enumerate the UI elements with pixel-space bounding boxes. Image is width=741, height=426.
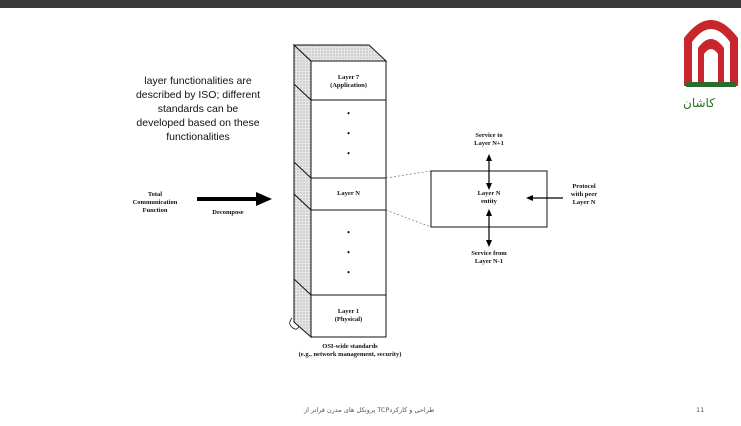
- total-function-label: Total Communication Function: [132, 191, 178, 214]
- upper-dot-2: •: [347, 129, 350, 138]
- osi-wide-label: OSI-wide standards (e.g., network manage…: [298, 343, 402, 358]
- stack-top-face: [292, 44, 388, 62]
- page-number: 11: [696, 406, 705, 414]
- layer-7-label: Layer 7 (Application): [330, 74, 367, 89]
- footer-title: پروتکل های مدرن فراتر از TCPطراحی و کارک…: [304, 406, 435, 414]
- service-from-label: Service from Layer N-1: [471, 250, 507, 265]
- lower-dot-2: •: [347, 248, 350, 257]
- description-text: layer functionalities are described by I…: [135, 75, 261, 143]
- layer-n-label: Layer N: [337, 190, 360, 197]
- service-to-label: Service to Layer N+1: [474, 132, 504, 147]
- lower-dot-1: •: [347, 228, 350, 237]
- upper-dot-3: •: [347, 149, 350, 158]
- decompose-arrowhead: [256, 192, 272, 206]
- protocol-label: Protocol with peer Layer N: [570, 183, 598, 206]
- decompose-label: Decompose: [212, 209, 244, 216]
- layer-1-label: Layer 1 (Physical): [334, 308, 363, 323]
- upper-dot-1: •: [347, 109, 350, 118]
- stack-front: [310, 60, 387, 338]
- logo-text: کاشان: [683, 96, 715, 110]
- lower-dot-3: •: [347, 268, 350, 277]
- university-logo-icon: [684, 20, 738, 87]
- top-bar: [0, 0, 741, 8]
- entity-label: Layer N entity: [477, 190, 501, 205]
- osi-wide-pointer: [289, 317, 300, 330]
